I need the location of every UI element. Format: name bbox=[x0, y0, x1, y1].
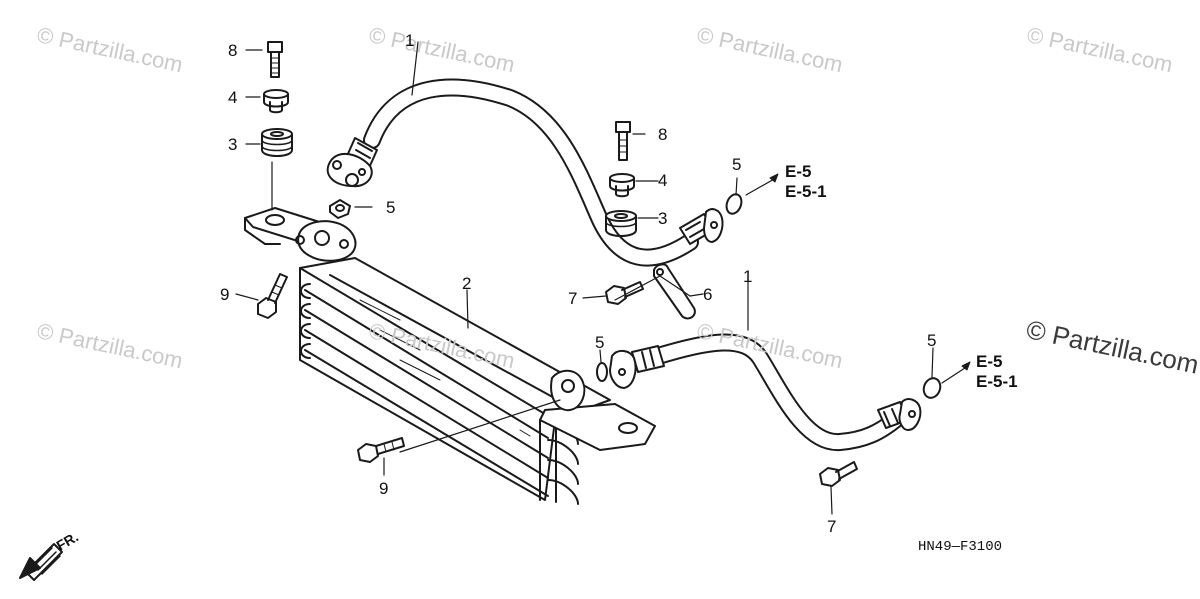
reference-e5-1: E-5-1 bbox=[785, 181, 827, 201]
lower-oil-hose bbox=[609, 333, 922, 451]
callout-7: 7 bbox=[827, 517, 837, 536]
reference-lower: E-5 E-5-1 bbox=[976, 352, 1018, 391]
o-ring-5-lower-left bbox=[596, 362, 608, 382]
callout-4: 4 bbox=[228, 88, 238, 107]
washer-5-center bbox=[329, 199, 351, 219]
callout-1: 1 bbox=[743, 267, 753, 286]
callout-5: 5 bbox=[386, 198, 396, 217]
callout-3: 3 bbox=[228, 135, 238, 154]
callout-4: 4 bbox=[658, 171, 668, 190]
bolt-7-upper bbox=[605, 281, 644, 305]
callout-5: 5 bbox=[732, 155, 742, 174]
front-direction-arrow bbox=[19, 543, 63, 581]
stay-6 bbox=[653, 263, 696, 320]
callout-5: 5 bbox=[595, 333, 605, 352]
reference-upper: E-5 E-5-1 bbox=[785, 162, 827, 201]
diagram-code: HN49—F3100 bbox=[918, 539, 1003, 555]
collar-4-left bbox=[263, 89, 289, 114]
collar-4-right bbox=[609, 173, 635, 198]
callout-8: 8 bbox=[658, 125, 668, 144]
bolt-7-lower bbox=[819, 461, 858, 487]
callout-9: 9 bbox=[220, 285, 230, 304]
o-ring-5-upper bbox=[725, 193, 743, 215]
callout-2: 2 bbox=[462, 274, 472, 293]
rubber-mount-3-left bbox=[261, 128, 293, 157]
bolt-8-left bbox=[267, 41, 283, 78]
callout-3: 3 bbox=[658, 209, 668, 228]
reference-e5-1: E-5-1 bbox=[976, 371, 1018, 391]
bolt-8-right bbox=[615, 121, 631, 161]
upper-oil-hose bbox=[326, 78, 724, 267]
rubber-mount-3-right bbox=[605, 210, 637, 237]
callout-7: 7 bbox=[568, 289, 578, 308]
callout-1: 1 bbox=[405, 31, 415, 50]
o-ring-5-lower-right bbox=[922, 377, 942, 399]
callout-9: 9 bbox=[379, 479, 389, 498]
bolt-9-lower bbox=[357, 437, 405, 463]
callout-8: 8 bbox=[228, 41, 238, 60]
bolt-9-upper bbox=[257, 273, 288, 319]
leader-lines bbox=[235, 41, 969, 515]
callout-5: 5 bbox=[927, 331, 937, 350]
oil-cooler bbox=[244, 207, 656, 505]
reference-e5: E-5 bbox=[976, 352, 1003, 371]
callout-6: 6 bbox=[703, 285, 713, 304]
reference-e5: E-5 bbox=[785, 162, 812, 181]
